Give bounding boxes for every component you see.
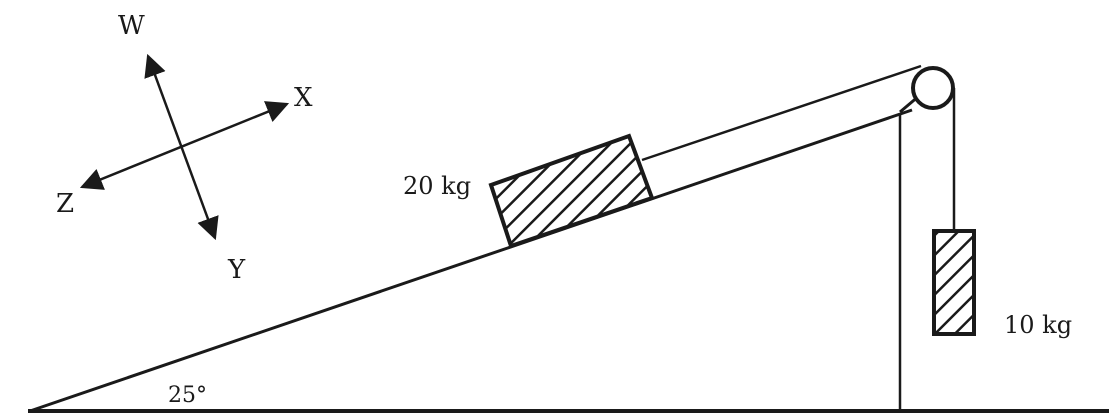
block-20kg [488, 133, 655, 249]
coordinate-axes: W X Y Z [56, 11, 313, 285]
rope-incline-segment [641, 64, 922, 162]
block-10kg [932, 229, 976, 336]
block-20kg-body [488, 133, 655, 249]
w-axis-label: W [118, 11, 145, 41]
block-20kg-label: 20 kg [403, 172, 471, 200]
block-10kg-body [932, 229, 976, 336]
pulley-wheel [911, 66, 955, 110]
incline-surface [29, 108, 913, 413]
pulley [899, 66, 955, 114]
x-z-axis-line [79, 101, 290, 190]
angle-label: 25° [168, 383, 207, 408]
y-axis-label: Y [227, 255, 246, 285]
x-axis-label: X [294, 83, 313, 113]
block-10kg-label: 10 kg [1004, 311, 1072, 339]
z-axis-label: Z [56, 189, 74, 219]
